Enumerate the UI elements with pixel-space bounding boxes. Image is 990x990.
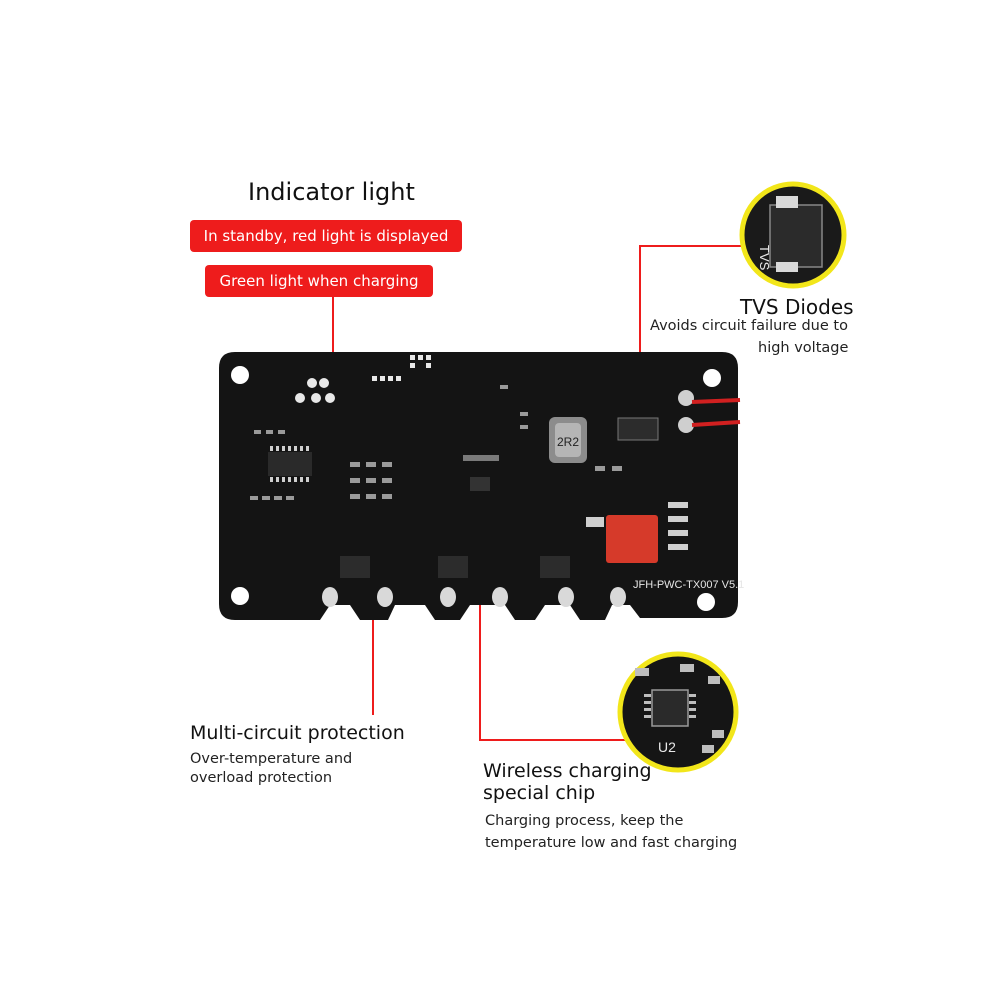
protection-desc-line1: Over-temperature and [190,751,353,767]
tvs-title: TVS Diodes [740,295,854,319]
protection-desc-line2: overload protection [190,770,333,786]
chip-desc-line1: Charging process, keep the [485,813,684,829]
standby-red-label: In standby, red light is displayed [190,220,462,252]
chip-desc-line2: temperature low and fast charging [485,835,738,851]
charging-green-label: Green light when charging [205,265,433,297]
chip-zoom-label: U2 [658,739,676,755]
tvs-desc-line1: Avoids circuit failure due to [650,318,848,334]
pcb-board: 2R2 JFH-PWC-TX007 V5.1 [219,352,744,620]
indicator-title: Indicator light [248,178,415,206]
tvs-zoom-circle: TVS [739,181,847,289]
inductor-label: 2R2 [557,435,579,449]
tvs-chip-label: TVS [757,245,772,271]
board-model: JFH-PWC-TX007 V5.1 [633,579,744,591]
chip-title-line2: special chip [483,782,596,804]
protection-title: Multi-circuit protection [190,722,405,744]
chip-zoom-circle: U2 [617,651,739,773]
chip-title-line1: Wireless charging [483,760,652,782]
tvs-desc-line2: high voltage [758,340,849,356]
